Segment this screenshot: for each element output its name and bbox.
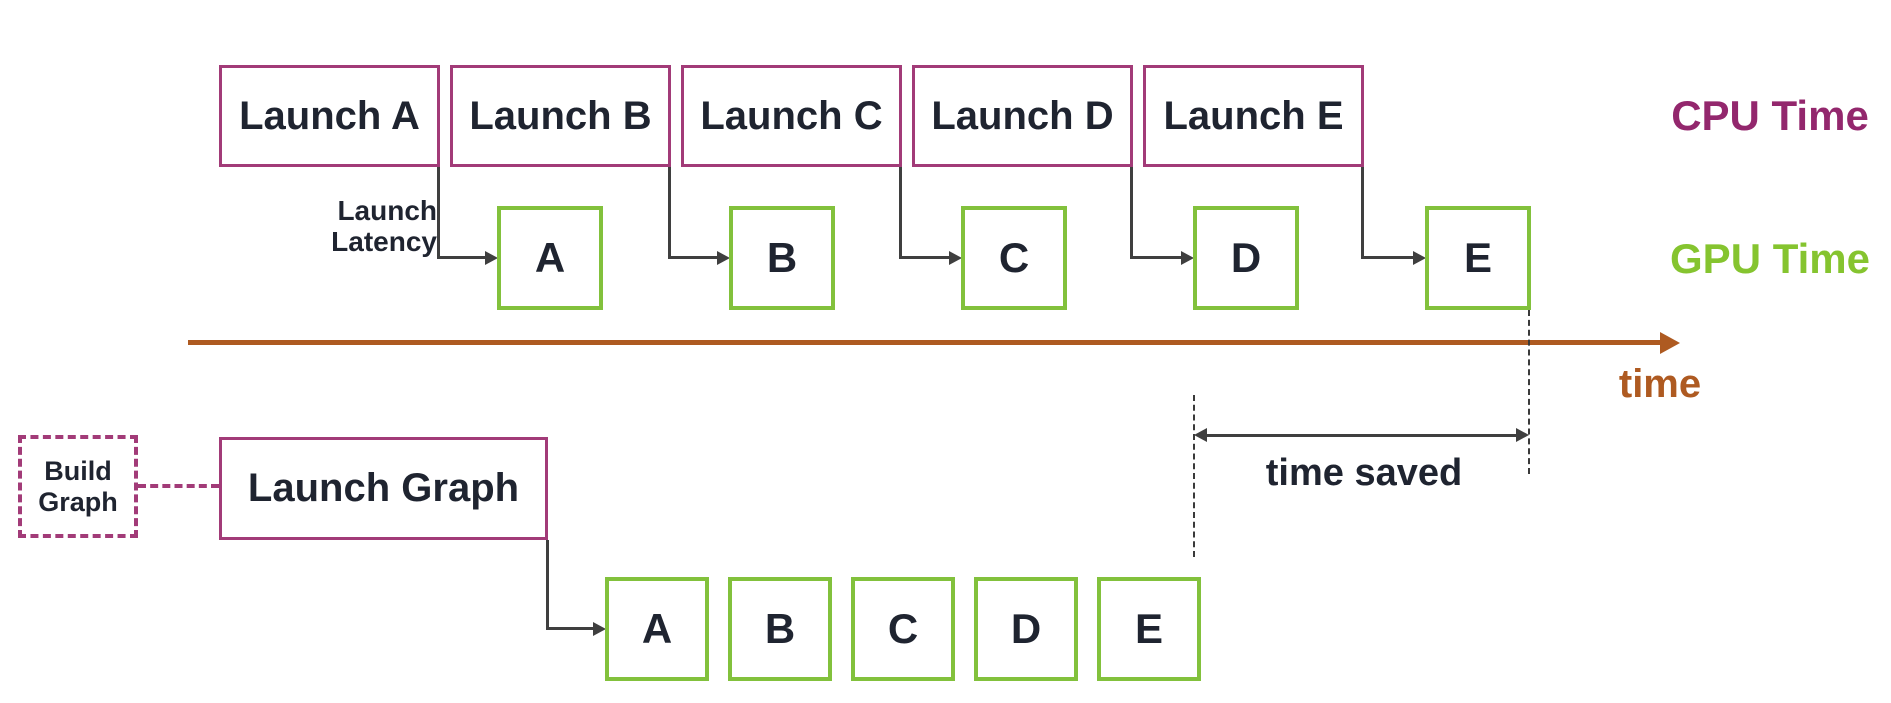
- time-saved-right-arrowhead-icon: [1516, 428, 1529, 442]
- connector-e-horizontal: [1361, 256, 1413, 259]
- connector-b-vertical: [668, 167, 671, 258]
- time-saved-label: time saved: [1265, 452, 1463, 494]
- launch-c-box: Launch C: [681, 65, 902, 167]
- connector-d-arrowhead-icon: [1181, 251, 1194, 265]
- launch-d-box: Launch D: [912, 65, 1133, 167]
- cpu-time-label: CPU Time: [1671, 92, 1869, 139]
- time-saved-right-dashed-line: [1528, 310, 1530, 474]
- connector-c-vertical: [899, 167, 902, 258]
- time-saved-left-arrowhead-icon: [1194, 428, 1207, 442]
- launch-e-box: Launch E: [1143, 65, 1364, 167]
- build-graph-line1: Build: [44, 455, 112, 486]
- connector-e-vertical: [1361, 167, 1364, 258]
- connector-d-vertical: [1130, 167, 1133, 258]
- build-to-launch-dashed-connector: [138, 484, 219, 488]
- kernel-d-box: D: [1193, 206, 1299, 310]
- graph-connector-arrowhead-icon: [593, 622, 606, 636]
- graph-connector-horizontal: [546, 627, 593, 630]
- graph-connector-vertical: [546, 540, 549, 629]
- time-saved-left-dashed-line: [1193, 395, 1195, 557]
- kernel-b-box: B: [729, 206, 835, 310]
- build-graph-box: Build Graph: [18, 435, 138, 538]
- time-axis-arrowhead-icon: [1660, 332, 1680, 354]
- graph-kernel-a-box: A: [605, 577, 709, 681]
- connector-c-horizontal: [899, 256, 949, 259]
- build-graph-line2: Graph: [38, 486, 118, 517]
- kernel-e-box: E: [1425, 206, 1531, 310]
- graph-kernel-b-box: B: [728, 577, 832, 681]
- launch-latency-label: Launch Latency: [287, 195, 437, 257]
- connector-e-arrowhead-icon: [1413, 251, 1426, 265]
- gpu-time-label: GPU Time: [1670, 235, 1870, 282]
- launch-latency-line2: Latency: [331, 226, 437, 257]
- graph-kernel-d-box: D: [974, 577, 1078, 681]
- launch-b-box: Launch B: [450, 65, 671, 167]
- launch-graph-box: Launch Graph: [219, 437, 548, 540]
- connector-c-arrowhead-icon: [949, 251, 962, 265]
- kernel-a-box: A: [497, 206, 603, 310]
- graph-kernel-c-box: C: [851, 577, 955, 681]
- connector-b-arrowhead-icon: [717, 251, 730, 265]
- launch-a-box: Launch A: [219, 65, 440, 167]
- graph-kernel-e-box: E: [1097, 577, 1201, 681]
- connector-b-horizontal: [668, 256, 717, 259]
- kernel-c-box: C: [961, 206, 1067, 310]
- connector-a-arrowhead-icon: [485, 251, 498, 265]
- connector-d-horizontal: [1130, 256, 1181, 259]
- time-axis-label: time: [1618, 362, 1702, 406]
- connector-a-horizontal: [437, 256, 485, 259]
- launch-latency-line1: Launch: [337, 195, 437, 226]
- time-saved-span-line: [1206, 434, 1516, 437]
- time-axis-line: [188, 340, 1662, 345]
- connector-a-vertical: [437, 167, 440, 258]
